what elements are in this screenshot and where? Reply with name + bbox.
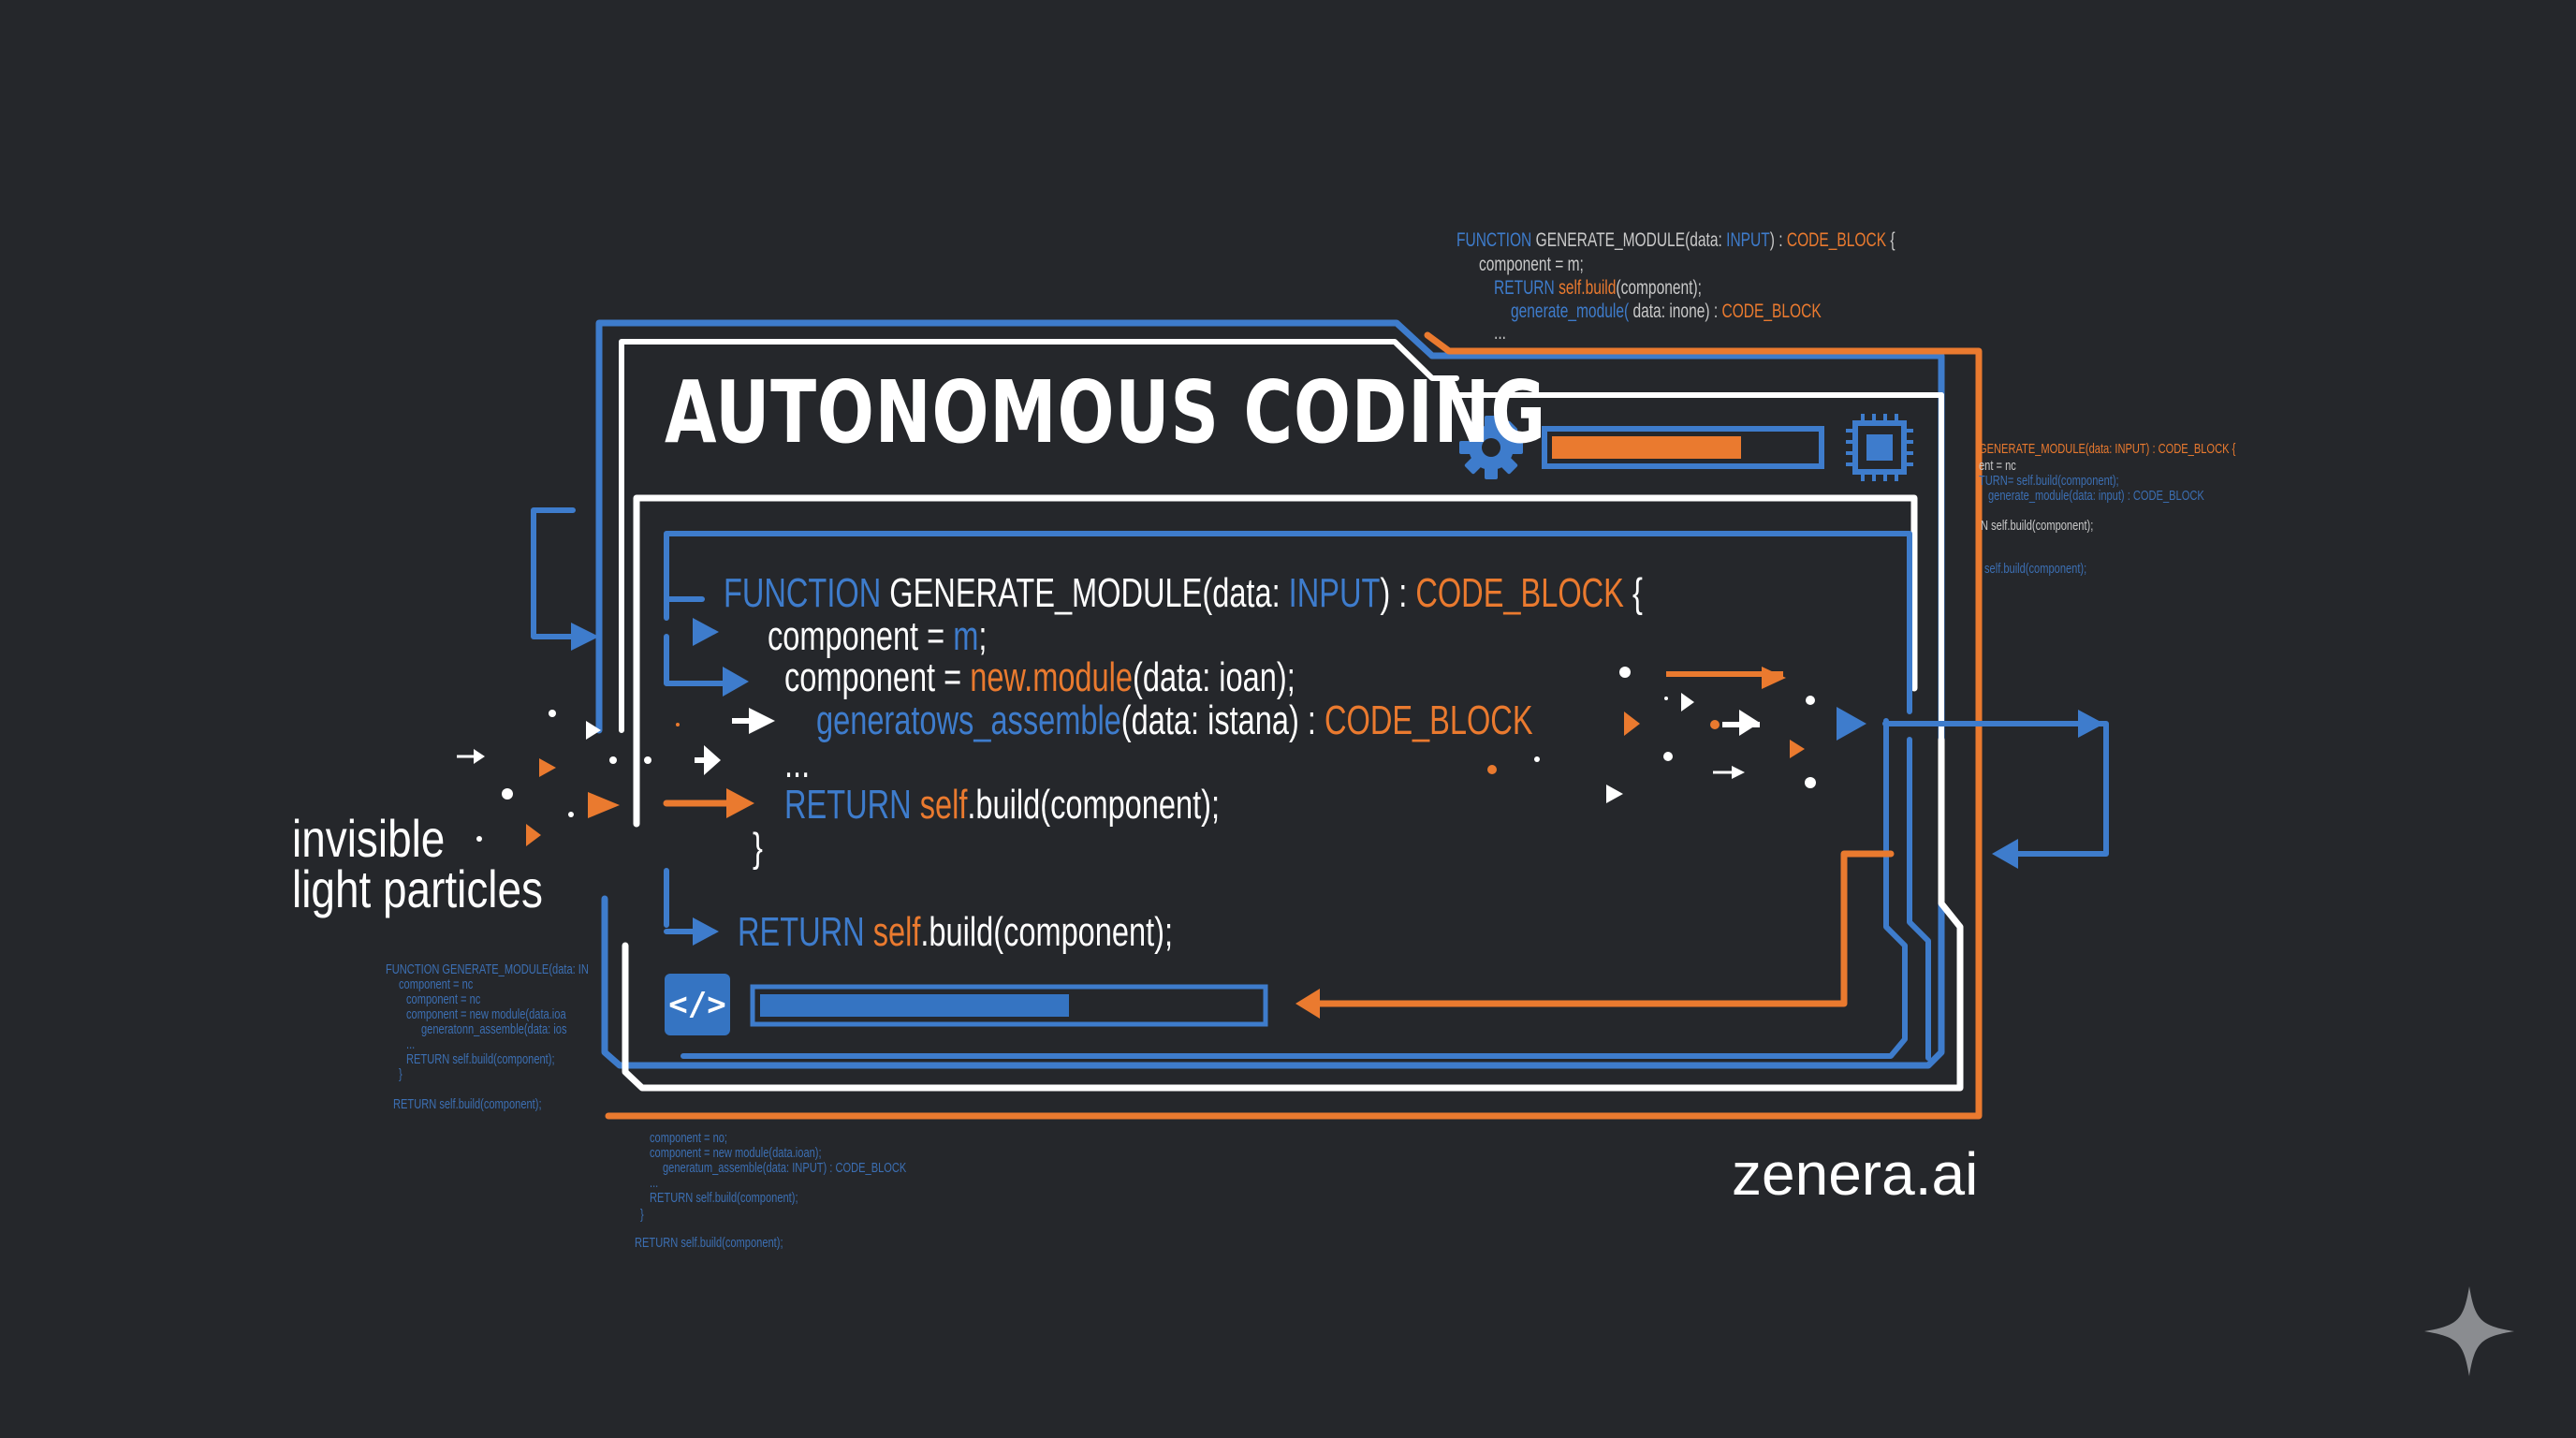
orange-return-line [1307, 850, 1895, 1007]
snippet-bottom-line-4: ... [650, 1175, 659, 1191]
arrow-mid-orange [1762, 667, 1786, 689]
arrow-heads [571, 618, 2104, 1019]
snippet-left-line-8: } [399, 1066, 402, 1082]
snippet-top-line-4: generate_module( data: inone) : CODE_BLO… [1511, 301, 1822, 322]
snippet-top-line-5: ... [1494, 322, 1506, 344]
code-line-2: component = m; [768, 613, 988, 659]
white-bottom-frame [622, 736, 1964, 1092]
light-particles [457, 667, 1816, 846]
snippet-right-line-2: ent = nc [1979, 458, 2016, 474]
snippet-left-line-7: RETURN self.build(component); [406, 1051, 555, 1067]
snippet-left-line-6: ... [406, 1036, 416, 1052]
code-brackets-icon: </> [665, 974, 730, 1035]
arrow-code-orange [726, 788, 754, 818]
snippet-top-line-2: component = m; [1479, 254, 1584, 275]
code-line-1: FUNCTION GENERATE_MODULE(data: INPUT) : … [724, 570, 1643, 616]
white-inner-frame [633, 494, 1918, 828]
snippet-top-line-1: FUNCTION GENERATE_MODULE(data: INPUT) : … [1456, 229, 1895, 251]
code-line-4: generatows_assemble(data: istana) : CODE… [816, 697, 1533, 743]
snippet-left-line-4: component = new module(data.ioa [406, 1006, 566, 1022]
left-bracket-blue [531, 507, 593, 639]
snippet-left-line-9: RETURN self.build(component); [393, 1096, 542, 1112]
snippet-bottom-line-7: RETURN self.build(component); [635, 1235, 783, 1251]
sparkle-icon [2424, 1286, 2514, 1376]
code-line-6: RETURN self.build(component); [784, 782, 1221, 828]
arrow-left-bracket [571, 623, 599, 651]
snippet-right-line-6: self.build(component); [1984, 561, 2087, 577]
arrow-mid-blue [1837, 707, 1866, 741]
code-line-5: ... [784, 741, 811, 786]
right-loop-line [2010, 721, 2109, 857]
page-title: AUTONOMOUS CODING [665, 362, 1547, 462]
snippet-top-line-3: RETURN self.build(component); [1494, 277, 1702, 299]
snippet-left-line-2: component = nc [399, 976, 474, 992]
snippet-bottom-line-5: RETURN self.build(component); [650, 1190, 798, 1206]
code-line-8: RETURN self.build(component); [738, 909, 1174, 955]
arrow-orange-return [1295, 989, 1320, 1019]
snippet-right-line-4: generate_module(data: input) : CODE_BLOC… [1988, 488, 2204, 504]
arrow-right-loop [1992, 839, 2018, 869]
chip-icon [1846, 414, 1913, 481]
side-label-line-1: invisible [292, 809, 446, 868]
code-line-3: component = new.module(data: ioan); [784, 654, 1295, 700]
code-arrow-line-2 [664, 868, 712, 934]
snippet-bottom-line-2: component = new module(data.ioan); [650, 1145, 822, 1161]
arrow-right-output [2078, 710, 2104, 738]
gear-icon [1459, 416, 1523, 479]
outer-orange-frame-line [605, 331, 1983, 1120]
arrow-code-2 [723, 667, 749, 697]
snippet-right-line-3: TURN= self.build(component); [1979, 473, 2119, 489]
snippet-bottom-line-1: component = no; [650, 1130, 728, 1146]
brand-label: zenera.ai [1732, 1140, 1979, 1208]
arrow-code-return [693, 917, 719, 946]
inner-right-blue [681, 718, 1908, 1059]
snippet-left-line-5: generatonn_assemble(data: ios [421, 1021, 567, 1037]
snippet-bottom-line-6: } [640, 1207, 644, 1223]
snippet-bottom-line-3: generatum_assemble(data: INPUT) : CODE_B… [663, 1160, 907, 1176]
inner-blue-frame-2 [664, 634, 742, 686]
code-line-7: } [753, 825, 763, 871]
bottom-progress-bar [750, 984, 1268, 1027]
snippet-left-line-3: component = nc [406, 991, 481, 1007]
arrow-mid-orange-2 [1624, 712, 1640, 736]
inner-blue-frame [664, 531, 1931, 1061]
arrow-code-1 [693, 618, 719, 646]
snippet-left-line-1: FUNCTION GENERATE_MODULE(data: IN [386, 961, 589, 977]
top-progress-bar [1542, 426, 1824, 469]
side-label-line-2: light particles [292, 859, 543, 918]
snippet-right-line-1: GENERATE_MODULE(data: INPUT) : CODE_BLOC… [1979, 441, 2236, 457]
snippet-right-line-5: N self.build(component); [1981, 518, 2094, 534]
